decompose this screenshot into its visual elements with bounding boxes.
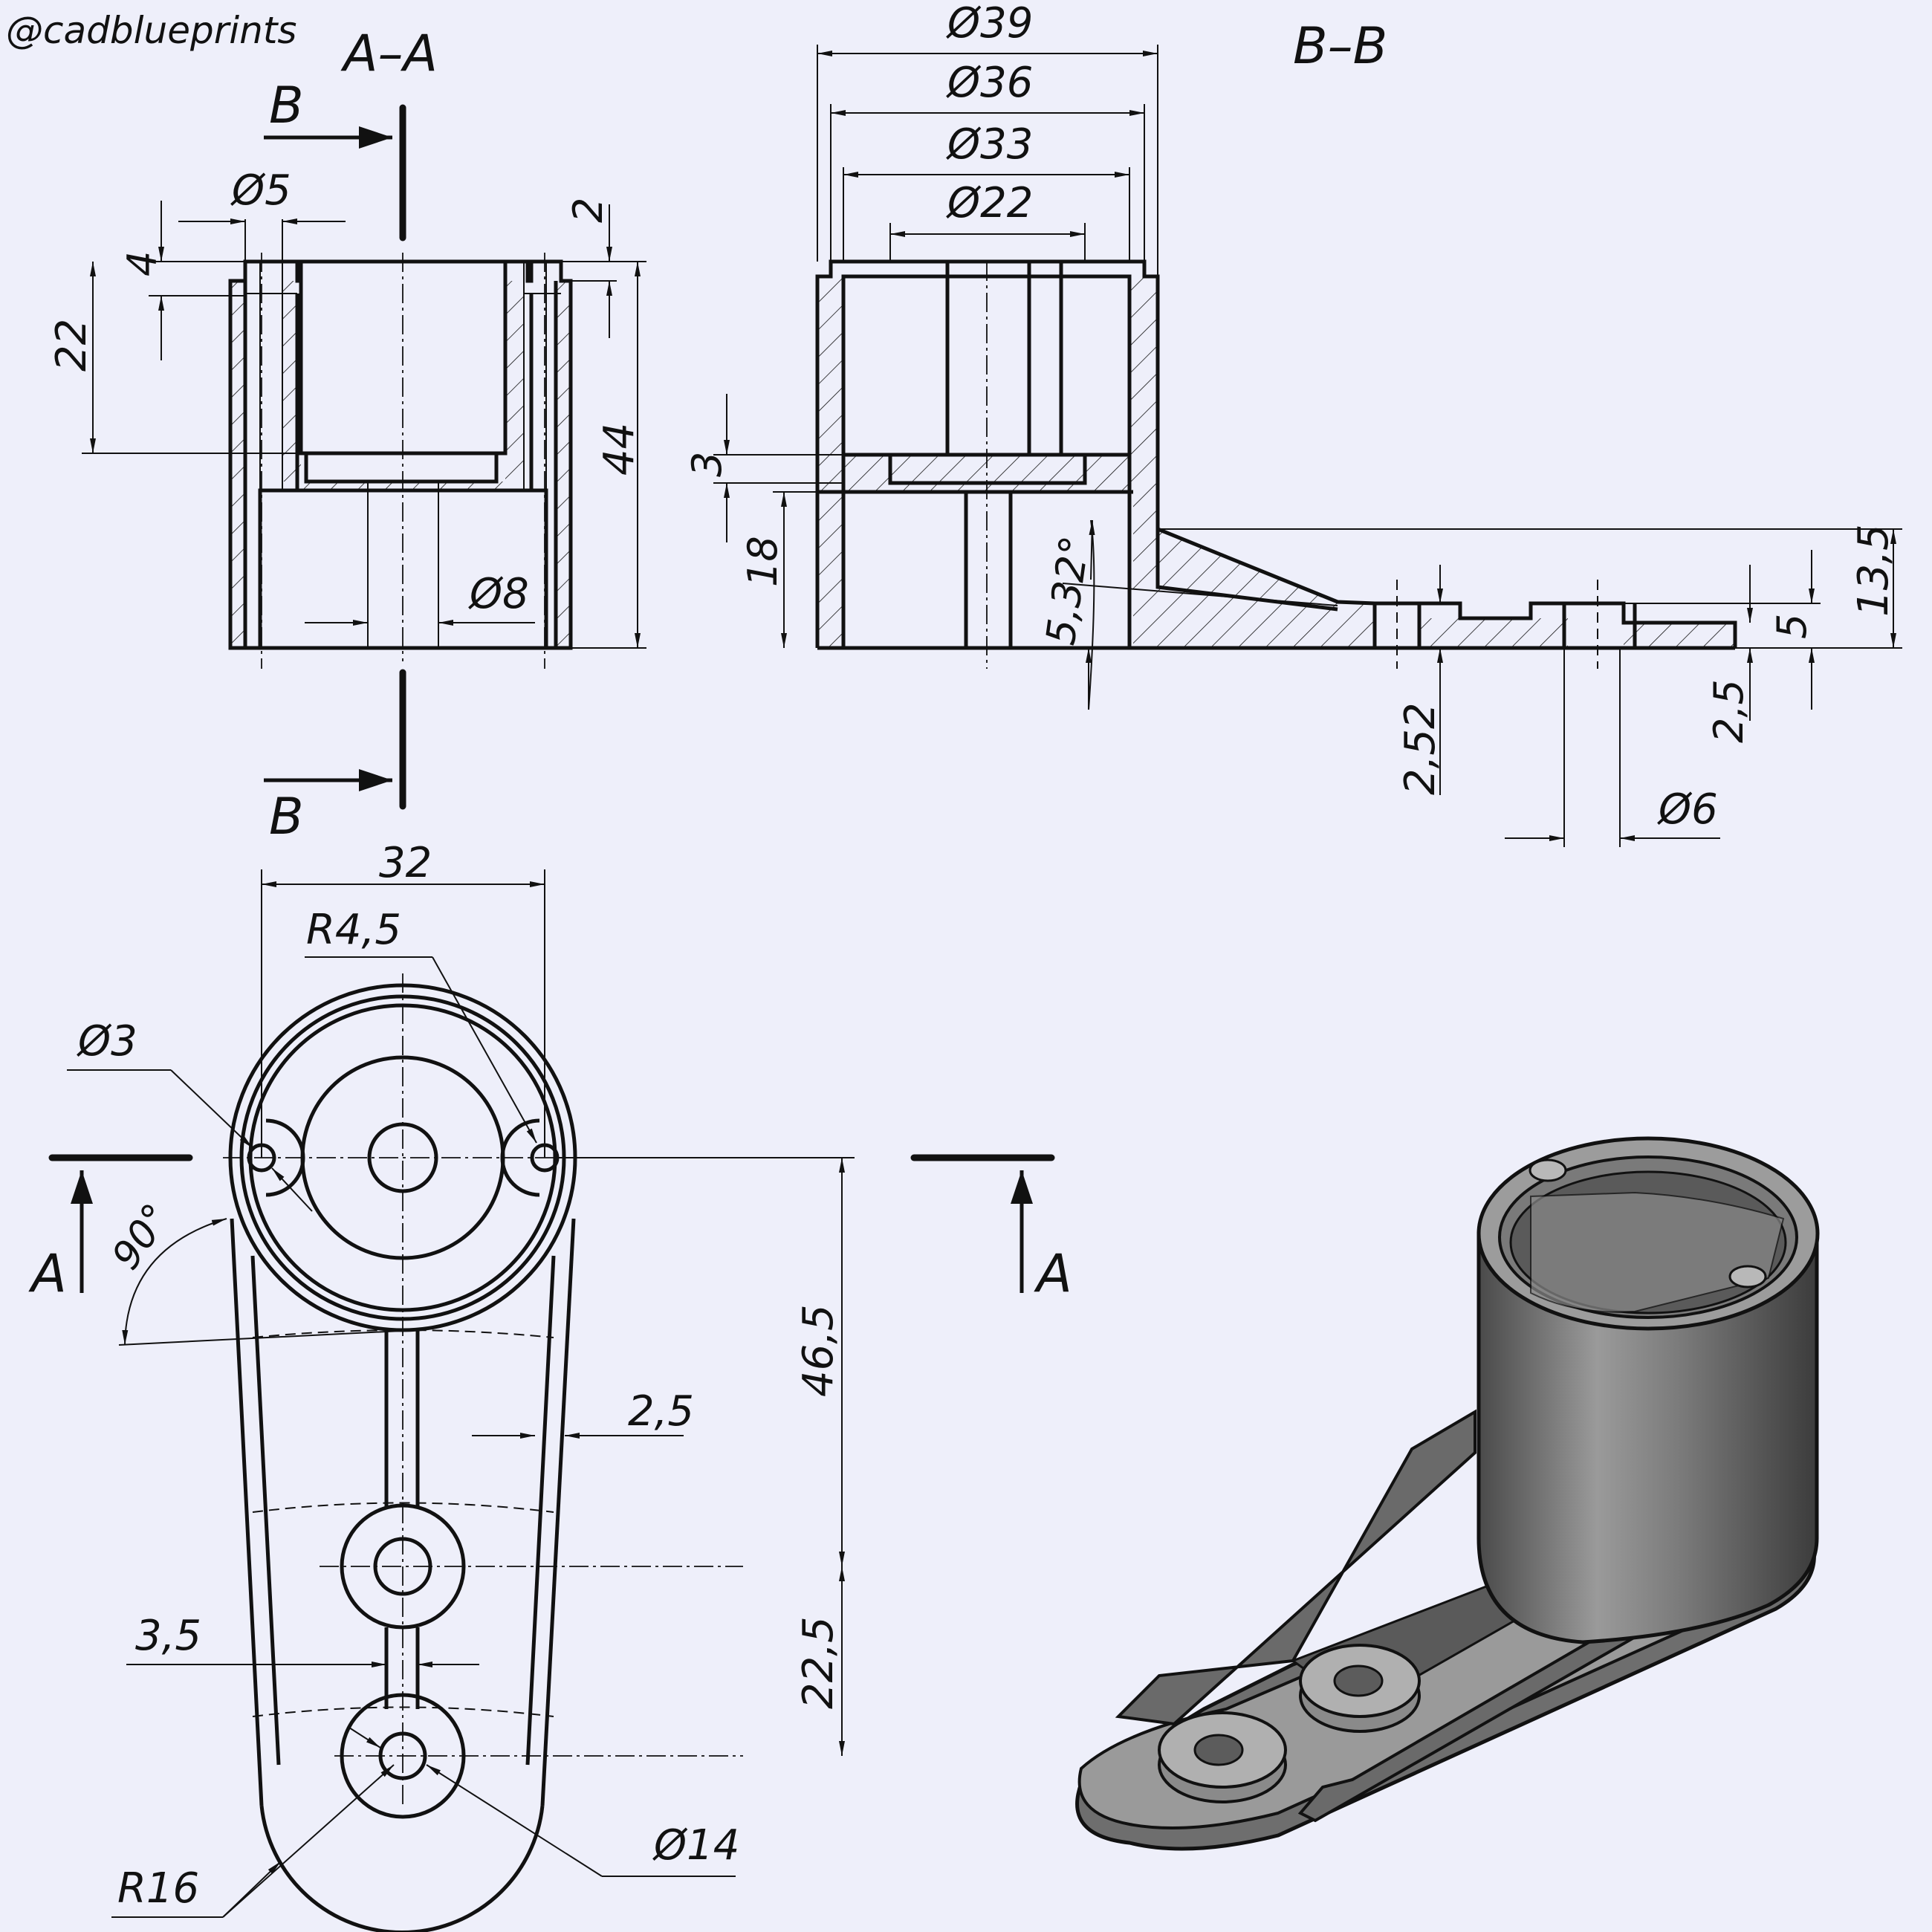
dim-plan-d465: 46,5 (794, 1304, 843, 1397)
dim-plan-angle90: 90° (103, 1196, 179, 1278)
cut-label-a-left: A (28, 1243, 67, 1304)
dim-plan-d32: 32 (379, 839, 432, 887)
cut-label-b-bottom: B (269, 788, 304, 846)
dim-bb-d3: 3 (684, 452, 730, 477)
dim-plan-d25: 2,5 (628, 1387, 694, 1436)
dim-bb-d252: 2,52 (1396, 702, 1445, 795)
isometric-render (1075, 1136, 1820, 1851)
dim-bb-d22: Ø22 (946, 179, 1033, 227)
dim-bb-d33: Ø33 (946, 120, 1033, 169)
dim-bb-d18: 18 (739, 536, 786, 587)
render-cylinder (1476, 1231, 1819, 1644)
dim-aa-d44: 44 (595, 423, 644, 476)
dim-plan-d35: 3,5 (135, 1612, 201, 1660)
dim-bb-d25: 2,5 (1705, 679, 1752, 743)
dim-bb-d135: 13,5 (1850, 524, 1898, 617)
arm-end-arc (259, 1805, 545, 1932)
dim-aa-d5: Ø5 (230, 166, 291, 215)
section-bb-title: B–B (1293, 17, 1387, 76)
dim-plan-r16: R16 (117, 1864, 199, 1913)
dim-plan-d3: Ø3 (77, 1017, 137, 1066)
dim-aa-d4: 4 (119, 251, 166, 276)
dim-bb-d36: Ø36 (946, 59, 1033, 107)
aa-inner-wall-right (505, 281, 524, 482)
aa-wall-right (556, 281, 571, 648)
plan-view: A A 32 (28, 839, 1072, 1932)
dim-aa-d22: 22 (48, 319, 96, 372)
aa-wall-left (230, 281, 245, 648)
section-bb-view: B–B Ø39 Ø36 (684, 0, 1902, 847)
dim-aa-d8: Ø8 (468, 570, 529, 618)
dim-bb-d39: Ø39 (946, 0, 1033, 48)
dim-plan-d14: Ø14 (652, 1821, 739, 1870)
bb-outline-top (815, 259, 1375, 648)
dim-plan-r45: R4,5 (306, 906, 401, 954)
watermark: @cadblueprints (6, 9, 296, 52)
dim-plan-d225: 22,5 (794, 1616, 843, 1709)
aa-floor (301, 482, 509, 490)
dim-bb-d5: 5 (1769, 614, 1815, 639)
dim-aa-d2: 2 (565, 198, 612, 223)
cut-label-a-right: A (1034, 1243, 1072, 1304)
section-aa-view: A–A B B (48, 25, 646, 846)
dim-bb-d6: Ø6 (1657, 785, 1718, 834)
section-aa-title: A–A (340, 25, 438, 83)
cut-label-b-top: B (269, 77, 304, 135)
